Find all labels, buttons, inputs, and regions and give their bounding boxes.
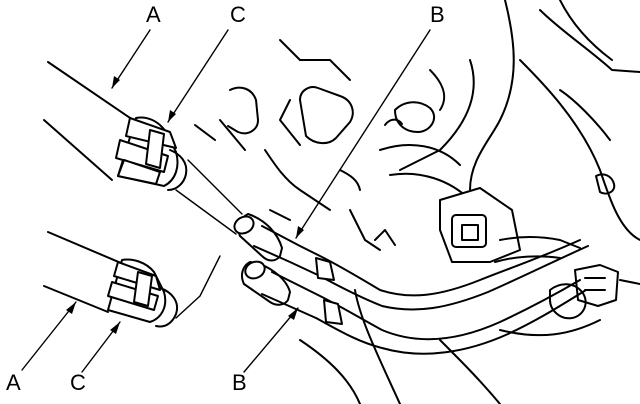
arrowhead-icon [112,76,120,88]
leader-top-b [295,29,431,239]
callout-top-a: A [146,2,161,27]
callout-bottom-a: A [6,370,21,395]
leader-bottom-b [243,307,299,373]
pipe-b-lower [241,260,587,355]
arrowhead-icon [66,302,76,314]
arrowhead-icon [288,308,298,320]
callout-top-c: C [230,2,246,27]
leader-top-a [111,29,151,89]
arrowhead-icon [168,110,176,122]
callout-top-b: B [430,2,445,27]
callout-bottom-b: B [232,370,247,395]
hose-a-lower [43,231,221,328]
pipe-b-upper [233,213,589,311]
engine-housing [194,0,640,404]
leader-top-c [167,29,229,123]
leader-bottom-a [21,301,77,371]
arrowhead-icon [110,322,120,334]
leader-lines [21,29,431,373]
outlet-block [439,187,581,263]
hose-a-upper [43,61,243,235]
callout-bottom-c: C [70,370,86,395]
arrowhead-icon [296,226,304,238]
